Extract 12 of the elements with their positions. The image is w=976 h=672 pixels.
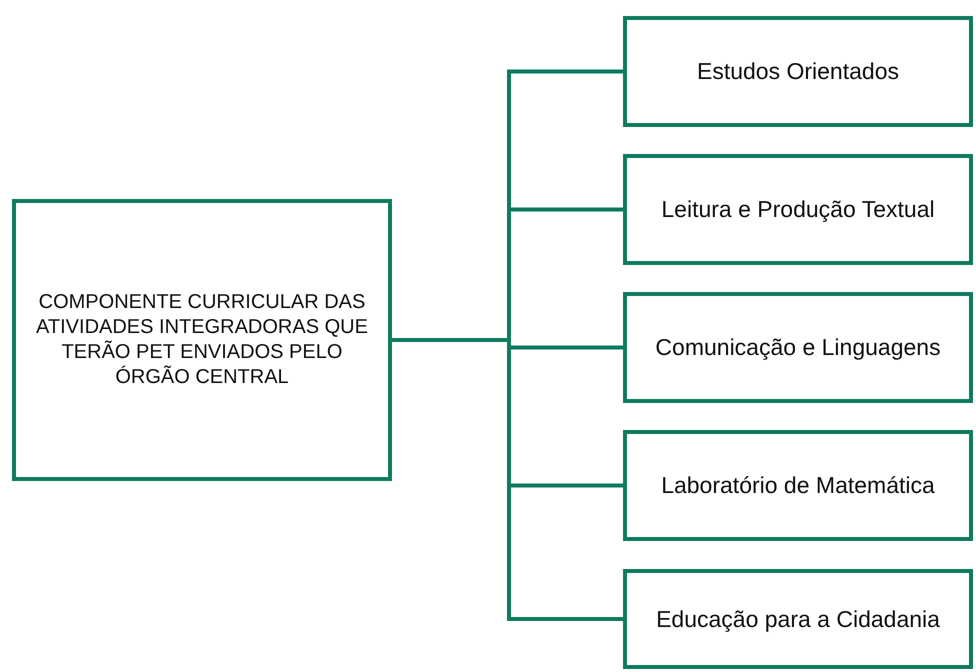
main-box [12, 199, 392, 481]
box-text: COMPONENTE CURRICULAR DAS ATIVIDADES INTEGRADORAS QUE TERÃO PET ENVIADOS PELO ÓRGÃO CENTRAL [35, 290, 369, 390]
topic-box [623, 154, 973, 265]
box-text: Educação para a Cidadania [656, 604, 940, 634]
topic-box [623, 430, 973, 541]
box-text: Estudos Orientados [696, 57, 899, 86]
box-text: Leitura e Produção Textual [661, 195, 935, 224]
box-text: Laboratório de Matemática [661, 471, 935, 500]
topic-box [623, 16, 973, 127]
topic-box [623, 569, 973, 669]
box-text: Comunicação e Linguagens [655, 333, 941, 362]
topic-box [623, 292, 973, 403]
